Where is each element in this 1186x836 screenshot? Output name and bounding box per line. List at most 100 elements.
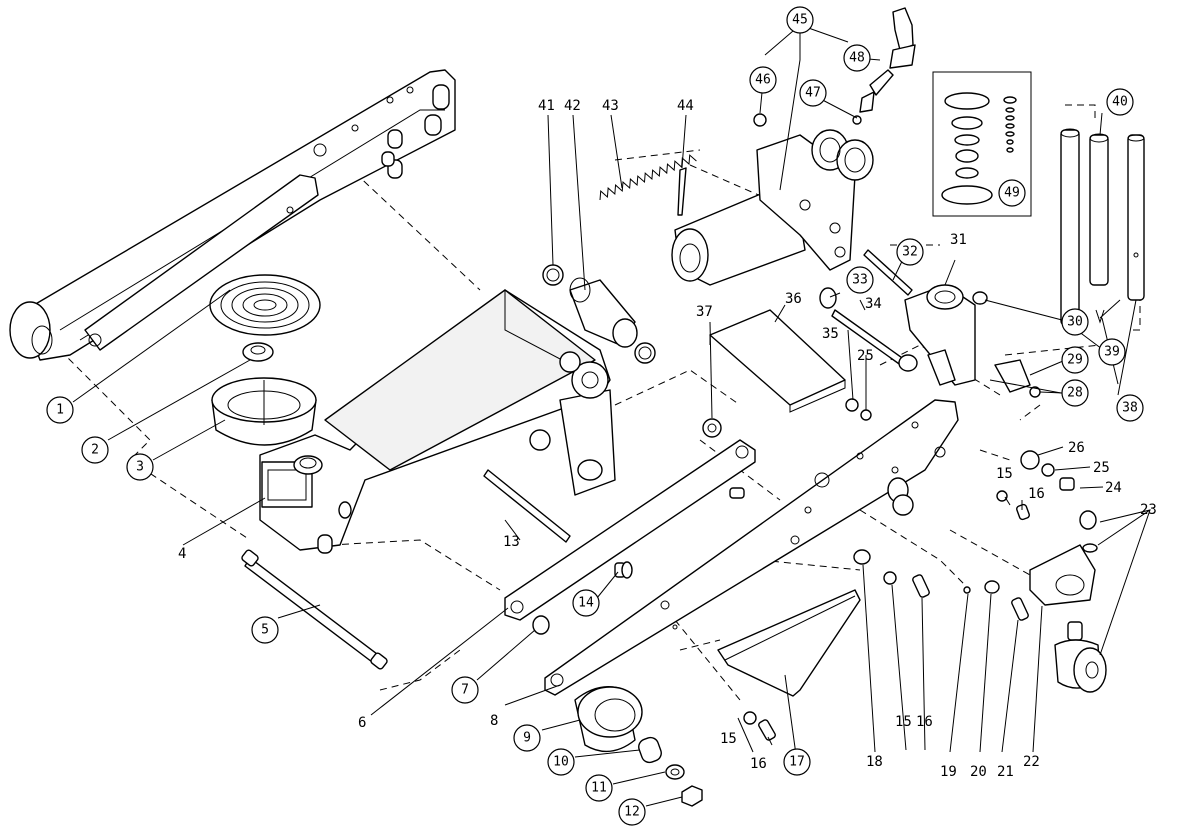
retaining-ring-lower <box>634 342 656 364</box>
lift-arm <box>9 69 456 361</box>
callout-2: 2 <box>81 436 109 464</box>
callout-11-label: 11 <box>591 781 607 796</box>
handle-tubes <box>1060 128 1145 326</box>
callout-17: 17 <box>783 748 811 776</box>
callout-7: 7 <box>451 676 479 704</box>
bolt-fourteen <box>614 561 633 579</box>
handle-yoke <box>717 589 861 697</box>
bolt-upper <box>729 487 745 499</box>
callout-30-label: 30 <box>1067 315 1083 330</box>
callout-48: 48 <box>843 44 871 72</box>
side-plate-right <box>544 399 959 696</box>
callout-47: 47 <box>799 79 827 107</box>
label-16-right: 16 <box>1028 486 1045 502</box>
callout-1-label: 1 <box>56 403 64 418</box>
callout-32: 32 <box>896 238 924 266</box>
release-valve <box>852 7 916 125</box>
side-plate-left <box>504 439 756 621</box>
callout-49-label: 49 <box>1004 186 1020 201</box>
caster-assembly <box>1029 510 1107 693</box>
label-15-right: 15 <box>996 466 1013 482</box>
label-31: 31 <box>950 232 967 248</box>
callout-1: 1 <box>46 396 74 424</box>
main-frame <box>259 289 616 554</box>
callout-10: 10 <box>547 748 575 776</box>
label-43: 43 <box>602 98 619 114</box>
callout-40-label: 40 <box>1112 95 1128 110</box>
callout-3-label: 3 <box>136 460 144 475</box>
seal-kit-box <box>932 71 1032 217</box>
label-44: 44 <box>677 98 694 114</box>
label-37: 37 <box>696 304 713 320</box>
hydraulic-pump-unit <box>671 113 874 286</box>
callout-46-label: 46 <box>755 73 771 88</box>
callout-47-label: 47 <box>805 86 821 101</box>
label-25-upper: 25 <box>857 348 874 364</box>
label-15-lower: 15 <box>720 731 737 747</box>
saddle-pad <box>209 274 321 336</box>
callout-32-label: 32 <box>902 245 918 260</box>
callout-5: 5 <box>251 616 279 644</box>
return-spring <box>599 154 697 201</box>
callout-10-label: 10 <box>553 755 569 770</box>
callout-14-label: 14 <box>578 596 594 611</box>
label-16-mid: 16 <box>916 714 933 730</box>
callout-7-label: 7 <box>461 683 469 698</box>
callout-9-label: 9 <box>523 731 531 746</box>
label-25-right: 25 <box>1093 460 1110 476</box>
pump-cylinder <box>569 277 638 348</box>
right-fasteners <box>887 450 1075 521</box>
label-42: 42 <box>564 98 581 114</box>
label-18: 18 <box>866 754 883 770</box>
callout-28: 28 <box>1061 379 1089 407</box>
retaining-ring-41 <box>542 264 564 286</box>
label-23: 23 <box>1140 502 1157 518</box>
bushing-seven <box>532 615 550 635</box>
callout-40: 40 <box>1106 88 1134 116</box>
callout-14: 14 <box>572 589 600 617</box>
label-34: 34 <box>865 296 882 312</box>
callout-11: 11 <box>585 774 613 802</box>
callout-38: 38 <box>1116 394 1144 422</box>
callout-17-label: 17 <box>789 755 805 770</box>
rear-wheel <box>574 686 643 753</box>
saddle-washer <box>242 342 274 362</box>
label-13: 13 <box>503 534 520 550</box>
label-16-lower: 16 <box>750 756 767 772</box>
label-6: 6 <box>358 715 366 731</box>
label-41: 41 <box>538 98 555 114</box>
callout-29: 29 <box>1061 346 1089 374</box>
callout-33: 33 <box>846 266 874 294</box>
wheel-washer <box>665 764 685 780</box>
front-axle <box>241 549 388 670</box>
callout-5-label: 5 <box>261 623 269 638</box>
callout-45-label: 45 <box>792 13 808 28</box>
callout-48-label: 48 <box>849 51 865 66</box>
leader-lines <box>72 24 1151 807</box>
callout-33-label: 33 <box>852 273 868 288</box>
bushing-37 <box>702 418 722 438</box>
callout-28-label: 28 <box>1067 386 1083 401</box>
label-26: 26 <box>1068 440 1085 456</box>
connecting-rod <box>483 469 571 543</box>
wheel-bushing <box>638 736 662 764</box>
callout-46: 46 <box>749 66 777 94</box>
pump-link-assembly <box>819 249 1041 421</box>
wheel-nut <box>681 785 703 807</box>
callout-45: 45 <box>786 6 814 34</box>
callout-12: 12 <box>618 798 646 826</box>
label-4: 4 <box>178 546 186 562</box>
callout-9: 9 <box>513 724 541 752</box>
label-24: 24 <box>1105 480 1122 496</box>
callout-49: 49 <box>998 179 1026 207</box>
callout-39-label: 39 <box>1104 345 1120 360</box>
label-36: 36 <box>785 291 802 307</box>
label-22: 22 <box>1023 754 1040 770</box>
label-15-mid: 15 <box>895 714 912 730</box>
label-8: 8 <box>490 713 498 729</box>
lower-fasteners <box>743 549 1029 741</box>
label-19: 19 <box>940 764 957 780</box>
callout-38-label: 38 <box>1122 401 1138 416</box>
callout-29-label: 29 <box>1067 353 1083 368</box>
